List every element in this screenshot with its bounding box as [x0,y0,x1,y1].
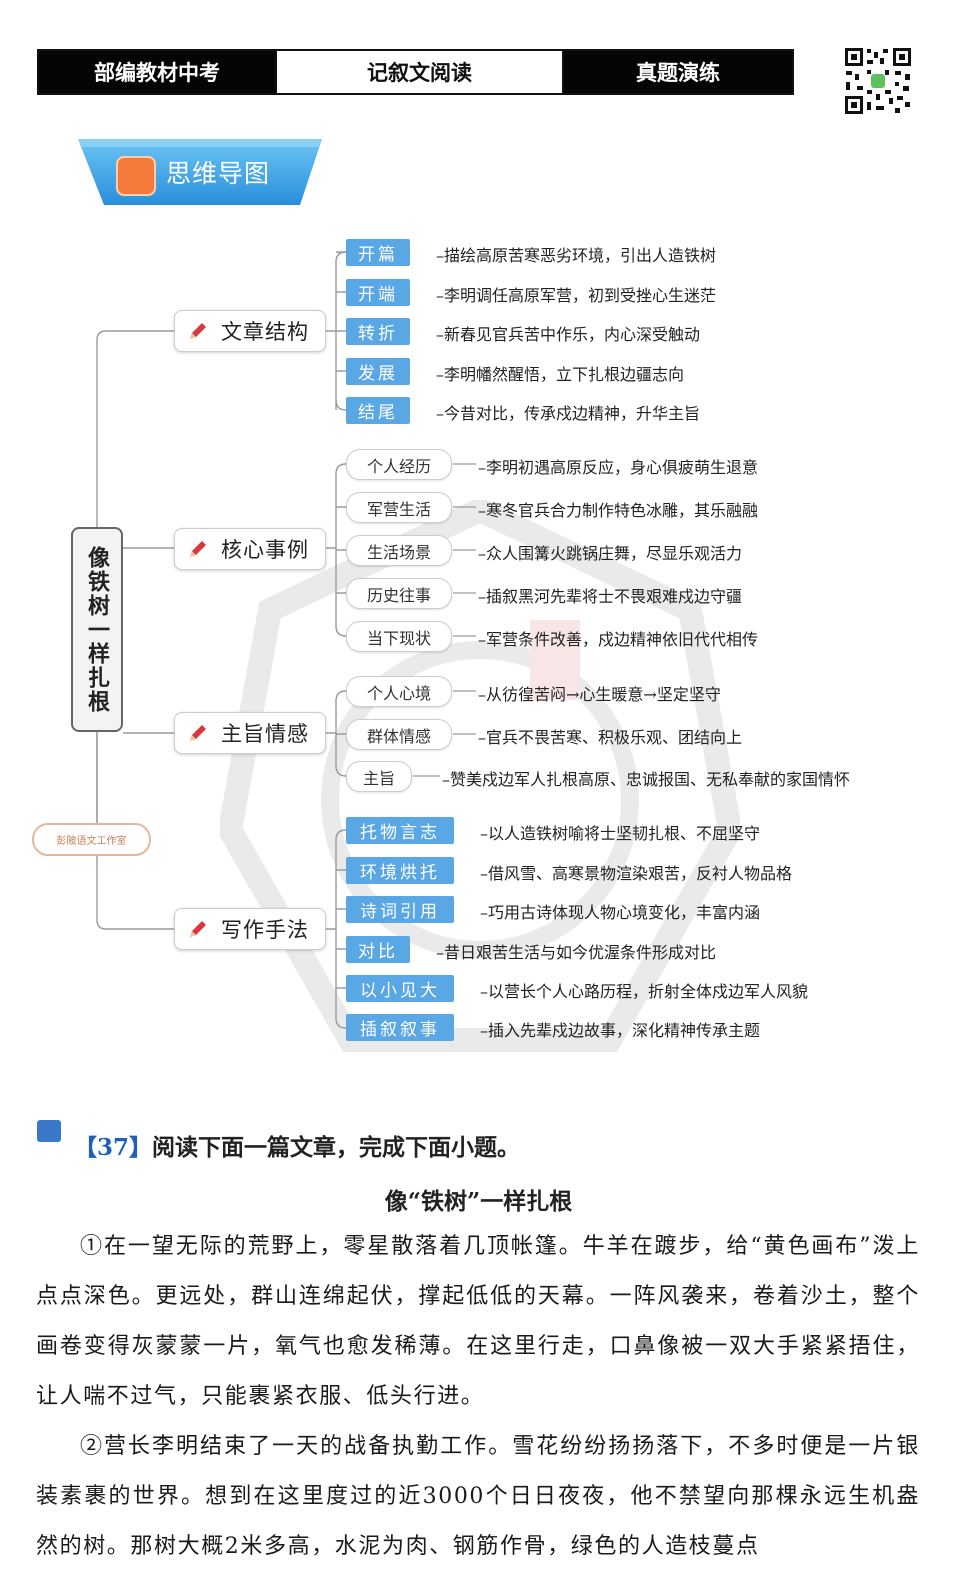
theme-desc: –从彷徨苦闷→心生暖意→坚定坚守 [478,685,721,704]
pencil-icon [190,921,206,937]
events-desc: –众人围篝火跳锅庄舞，尽显乐观活力 [478,544,743,563]
technique-tag: 环境烘托 [346,857,454,884]
theme-tag: 群体情感 [346,719,452,750]
theme-tag: 主旨 [346,761,412,792]
header-cell-textbook: 部编教材中考 [39,51,275,93]
branch-events: 核心事例 [174,528,326,570]
structure-desc: –李明幡然醒悟，立下扎根边疆志向 [436,365,685,384]
branch-techniques: 写作手法 [174,908,326,950]
structure-tag: 转折 [346,318,410,345]
theme-tag: 个人心境 [346,676,452,707]
qr-code-icon [843,46,913,116]
question-line: 【37】阅读下面一篇文章，完成下面小题。 [74,1128,520,1162]
structure-tag: 结尾 [346,397,410,424]
header-cell-practice: 真题演练 [564,51,792,93]
events-desc: –李明初遇高原反应，身心俱疲萌生退意 [478,458,759,477]
article-title: 像“铁树”一样扎根 [384,1188,573,1215]
structure-desc: –描绘高原苦寒恶劣环境，引出人造铁树 [436,246,717,265]
structure-tag: 发展 [346,358,410,385]
technique-desc: –昔日艰苦生活与如今优渥条件形成对比 [436,943,717,962]
watermark-seal-icon [220,500,740,1052]
events-tag: 历史往事 [346,578,452,609]
technique-tag: 插叙叙事 [346,1014,454,1041]
branch-theme: 主旨情感 [174,712,326,754]
technique-desc: –以营长个人心路历程，折射全体戍边军人风貌 [480,982,809,1001]
technique-tag: 托物言志 [346,817,454,844]
pencil-icon [190,541,206,557]
theme-desc: –官兵不畏苦寒、积极乐观、团结向上 [478,728,743,747]
events-tag: 军营生活 [346,492,452,523]
branch-label: 主旨情感 [221,722,309,746]
branch-label: 文章结构 [221,320,309,344]
question-number: 【37】 [74,1134,153,1161]
notebook-pencil-icon [116,156,156,196]
root-label: 像铁树一样扎根 [84,545,110,714]
structure-desc: –新春见官兵苦中作乐，内心深受触动 [436,325,701,344]
article-paragraph-1: ①在一望无际的荒野上，零星散落着几顶帐篷。牛羊在踱步，给“黄色画布”泼上点点深色… [36,1234,920,1409]
technique-tag: 以小见大 [346,975,454,1002]
header-cell-topic: 记叙文阅读 [275,51,564,93]
branch-label: 核心事例 [221,538,309,562]
technique-desc: –以人造铁树喻将士坚韧扎根、不屈坚守 [480,824,761,843]
banner-title: 思维导图 [166,159,271,188]
mindmap-connectors [96,251,476,1029]
header-bar: 部编教材中考 记叙文阅读 真题演练 [37,49,794,95]
mindmap-root: 像铁树一样扎根 [71,527,123,732]
branch-structure: 文章结构 [174,310,326,352]
technique-tag: 对比 [346,936,410,963]
events-tag: 当下现状 [346,621,452,652]
structure-desc: –李明调任高原军营，初到受挫心生迷茫 [436,286,717,305]
pencil-icon [190,725,206,741]
pencil-icon [190,323,206,339]
technique-desc: –巧用古诗体现人物心境变化，丰富内涵 [480,903,761,922]
theme-desc: –赞美戍边军人扎根高原、忠诚报国、无私奉献的家国情怀 [442,770,851,789]
events-desc: –寒冬官兵合力制作特色冰雕，其乐融融 [478,501,759,520]
events-desc: –插叙黑河先辈将士不畏艰难戍边守疆 [478,587,743,606]
structure-tag: 开篇 [346,239,410,266]
technique-tag: 诗词引用 [346,896,454,923]
events-desc: –军营条件改善，戍边精神依旧代代相传 [478,630,759,649]
branch-label: 写作手法 [221,918,309,942]
studio-label: 彭陂语文工作室 [32,823,151,856]
technique-desc: –插入先辈戍边故事，深化精神传承主题 [480,1021,761,1040]
events-tag: 生活场景 [346,535,452,566]
events-tag: 个人经历 [346,449,452,480]
technique-desc: –借风雪、高寒景物渲染艰苦，反衬人物品格 [480,864,793,883]
question-prompt: 阅读下面一篇文章，完成下面小题。 [152,1134,521,1161]
structure-tag: 开端 [346,279,410,306]
bookmark-icon [37,1120,61,1142]
article-paragraph-2: ②营长李明结束了一天的战备执勤工作。雪花纷纷扬扬落下，不多时便是一片银装素裹的世… [36,1434,920,1559]
structure-desc: –今昔对比，传承戍边精神，升华主旨 [436,404,701,423]
